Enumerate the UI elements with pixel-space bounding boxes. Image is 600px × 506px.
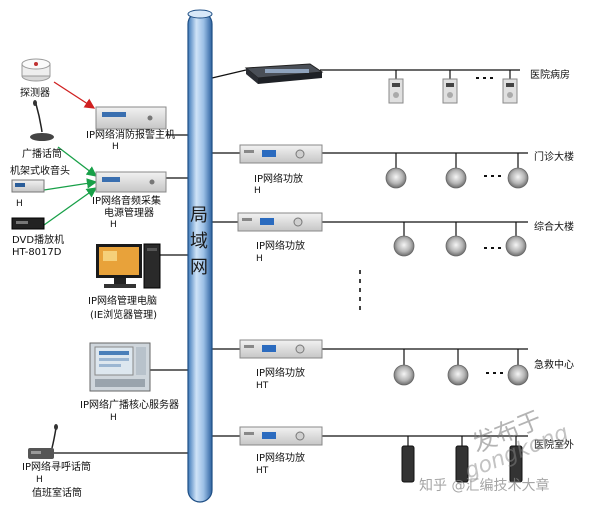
dvd-player-icon [11, 217, 45, 230]
amplifier-icons [237, 144, 323, 446]
ceiling-speaker-icons [385, 167, 529, 386]
input-arrows [43, 146, 98, 226]
smoke-detector-icon [21, 58, 51, 82]
broadcast-mic-label: 广播话筒 [22, 149, 62, 160]
amp-model-3: HT [256, 381, 269, 391]
broadcast-mic-icon [30, 100, 54, 141]
ward-terminal-icons [388, 78, 518, 104]
amp-label-4: IP网络功放 [256, 453, 305, 464]
column-speaker-icons [401, 445, 523, 483]
rack-tuner-icon [11, 179, 45, 193]
duty-mic-label: 值班室话筒 [32, 488, 82, 499]
zone-label-outdoor: 医院室外 [534, 440, 574, 451]
zone-label-complex: 综合大楼 [534, 222, 574, 233]
mgmt-pc-label: IP网络管理电脑 [88, 296, 157, 307]
network-switch-icon [244, 63, 324, 84]
amp-label-2: IP网络功放 [256, 241, 305, 252]
zone-label-outpatient: 门诊大楼 [534, 152, 574, 163]
rack-tuner-model: H [16, 199, 23, 209]
fire-alarm-host-model: H [112, 142, 119, 152]
paging-mic-label: IP网络寻呼话筒 [22, 462, 91, 473]
amp-model-2: H [256, 254, 263, 264]
mgmt-pc-note: (IE浏览器管理) [90, 310, 158, 321]
core-server-label: IP网络广播核心服务器 [80, 400, 179, 411]
rack-tuner-label: 机架式收音头 [10, 166, 70, 177]
more-indicators [476, 77, 503, 374]
dvd-player-model: HT-8017D [12, 247, 62, 258]
audio-capture-label-2: 电源管理器 [104, 208, 154, 219]
dvd-player-label: DVD播放机 [12, 235, 65, 246]
fire-alarm-host-icon [95, 106, 167, 130]
zone-label-ward: 医院病房 [530, 70, 570, 81]
detector-arrow [53, 81, 96, 109]
fire-alarm-host-label: IP网络消防报警主机 [86, 130, 175, 141]
watermark-source: 知乎 @汇编技术大章 [419, 478, 550, 494]
connection-lines [48, 69, 528, 454]
paging-mic-icon [28, 424, 58, 459]
management-pc-icon [96, 243, 161, 289]
amp-label-1: IP网络功放 [254, 174, 303, 185]
audio-capture-icon [95, 171, 167, 193]
amp-model-4: HT [256, 466, 269, 476]
lan-pipe [187, 9, 213, 503]
amp-model-1: H [254, 186, 261, 196]
detector-label: 探测器 [20, 88, 50, 99]
core-server-icon [89, 342, 151, 392]
paging-mic-model: H [36, 475, 43, 485]
audio-capture-model: H [110, 220, 117, 230]
audio-capture-label: IP网络音频采集 [92, 196, 161, 207]
core-server-model: H [110, 413, 117, 423]
lan-label: 局 域 网 [190, 205, 208, 278]
zone-label-emergency: 急救中心 [534, 360, 574, 371]
amp-label-3: IP网络功放 [256, 368, 305, 379]
